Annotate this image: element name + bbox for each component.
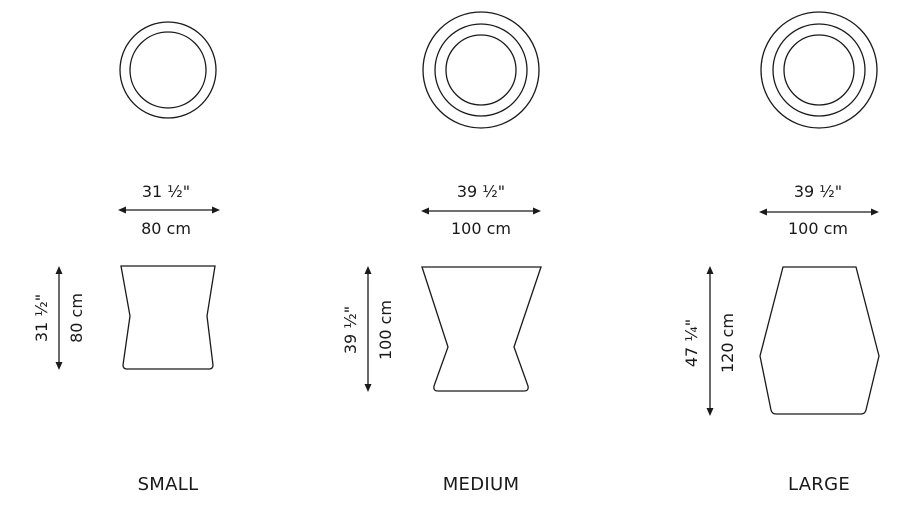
large-width-imperial: 39 ½" xyxy=(794,182,842,201)
small-width-metric: 80 cm xyxy=(141,219,191,238)
medium-side-silhouette xyxy=(421,266,542,392)
medium-size-label: MEDIUM xyxy=(443,474,520,495)
small-top-inner-ring xyxy=(129,31,207,109)
large-width-dimension: 39 ½" 100 cm xyxy=(759,182,879,238)
medium-height-dimension: 39 ½" 100 cm xyxy=(341,266,395,392)
large-size-label: LARGE xyxy=(788,474,850,495)
small-width-dimension: 31 ½" 80 cm xyxy=(118,182,220,238)
small-height-imperial: 31 ½" xyxy=(32,294,51,342)
large-height-imperial: 47 ¼" xyxy=(682,319,701,367)
small-top-view xyxy=(119,21,217,119)
small-height-metric: 80 cm xyxy=(67,293,86,343)
small-side-silhouette xyxy=(120,265,216,370)
medium-height-imperial: 39 ½" xyxy=(341,306,360,354)
large-top-view xyxy=(760,11,878,129)
medium-top-outer-ring xyxy=(422,11,540,129)
small-width-imperial: 31 ½" xyxy=(142,182,190,201)
large-top-inner-ring xyxy=(783,34,855,106)
large-height-dimension: 47 ¼" 120 cm xyxy=(682,266,737,416)
medium-width-metric: 100 cm xyxy=(451,219,511,238)
small-top-outer-ring xyxy=(119,21,217,119)
medium-height-metric: 100 cm xyxy=(376,300,395,360)
medium-top-view xyxy=(422,11,540,129)
large-width-metric: 100 cm xyxy=(788,219,848,238)
variant-small: 31 ½" 80 cm 31 ½" 80 cm SMALL xyxy=(32,21,220,495)
large-side-silhouette xyxy=(759,266,880,415)
medium-top-inner-ring xyxy=(445,34,517,106)
medium-width-dimension: 39 ½" 100 cm xyxy=(421,182,541,238)
large-height-metric: 120 cm xyxy=(718,313,737,373)
variant-medium: 39 ½" 100 cm 39 ½" 100 cm MEDIUM xyxy=(341,11,542,495)
small-height-dimension: 31 ½" 80 cm xyxy=(32,266,86,370)
medium-top-middle-ring xyxy=(434,23,528,117)
small-size-label: SMALL xyxy=(138,474,199,495)
large-top-middle-ring xyxy=(772,23,866,117)
variant-large: 39 ½" 100 cm 47 ¼" 120 cm LARGE xyxy=(682,11,880,495)
large-top-outer-ring xyxy=(760,11,878,129)
medium-width-imperial: 39 ½" xyxy=(457,182,505,201)
